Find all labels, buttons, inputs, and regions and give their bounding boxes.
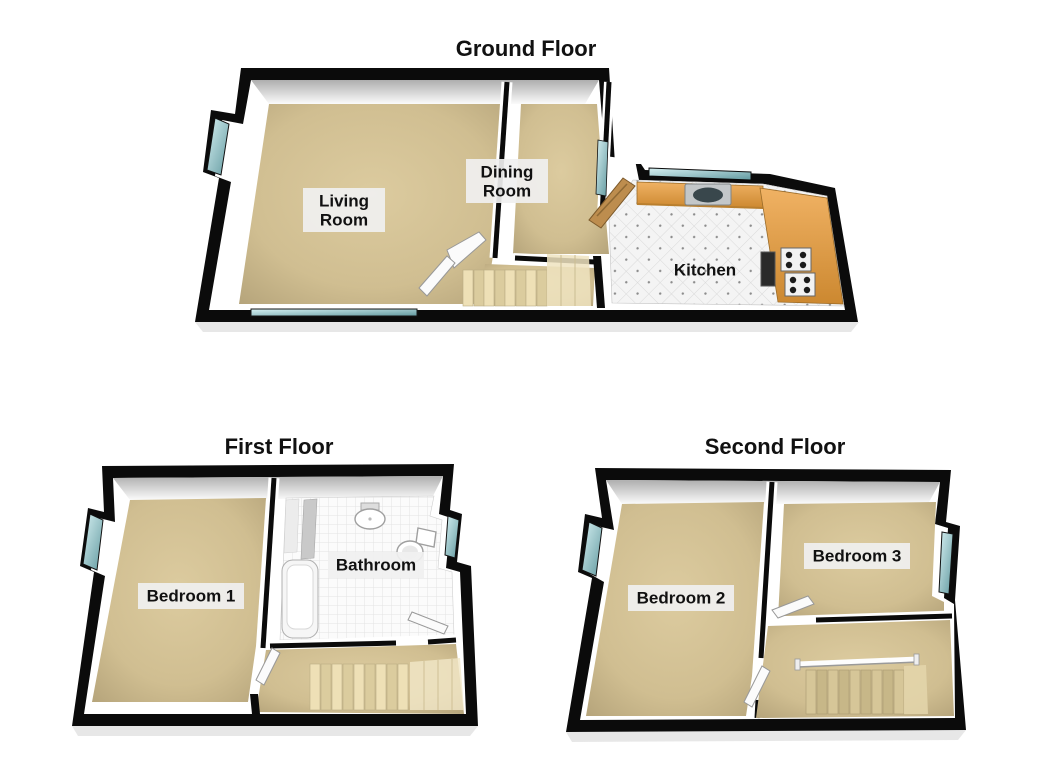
wall-stub xyxy=(593,256,605,308)
svg-text:Dining: Dining xyxy=(481,163,534,182)
bay-window xyxy=(82,513,104,571)
stairwell-overlay xyxy=(904,665,928,714)
open-door xyxy=(743,665,771,708)
svg-text:Bedroom 2: Bedroom 2 xyxy=(637,589,726,608)
partition-wall xyxy=(283,498,300,554)
svg-text:Kitchen: Kitchen xyxy=(674,261,736,280)
window xyxy=(250,308,418,317)
floor-shadow xyxy=(72,726,478,736)
first-floor-plan: Bedroom 1 Bathroom xyxy=(72,464,478,736)
partition-dining-kitchen xyxy=(595,81,614,217)
partition-bedroom-bathroom xyxy=(257,477,280,649)
window xyxy=(595,139,609,197)
first-floor-title: First Floor xyxy=(224,434,334,459)
staircase xyxy=(462,269,548,307)
oven xyxy=(760,251,776,287)
open-door xyxy=(418,255,456,297)
open-door xyxy=(771,595,815,619)
kitchen-label: Kitchen xyxy=(674,261,736,280)
ground-floor-title: Ground Floor xyxy=(455,36,597,61)
bay-window xyxy=(581,521,603,577)
handrail xyxy=(794,653,920,671)
ground-floor-plan: Living Room Dining Room Kitchen xyxy=(195,68,859,332)
hob xyxy=(780,247,816,297)
dining-room-floor xyxy=(513,104,609,254)
second-floor-plan: Bedroom 2 Bedroom 3 xyxy=(566,468,966,742)
svg-text:Bedroom 3: Bedroom 3 xyxy=(813,547,902,566)
wall-stub xyxy=(250,694,260,714)
window xyxy=(648,167,752,181)
svg-text:Room: Room xyxy=(320,211,368,230)
timber-door xyxy=(588,177,636,229)
window xyxy=(444,515,460,559)
floor-shadow xyxy=(566,730,966,742)
open-door xyxy=(407,611,449,635)
sink-basin xyxy=(693,187,723,203)
bathroom-label: Bathroom xyxy=(328,552,424,578)
floor-shadow xyxy=(195,322,859,332)
stairwell-overlay xyxy=(410,658,464,710)
bedroom-2-label: Bedroom 2 xyxy=(628,585,734,611)
kitchen xyxy=(588,167,845,307)
bathroom-wall xyxy=(267,634,457,652)
landing xyxy=(250,611,464,714)
svg-text:Room: Room xyxy=(483,182,531,201)
svg-text:Living: Living xyxy=(319,192,369,211)
shower-screen xyxy=(300,498,318,560)
upper-stair-flight xyxy=(547,254,591,306)
staircase xyxy=(805,669,905,715)
bedroom-1-label: Bedroom 1 xyxy=(138,583,244,609)
dining-room-label: Dining Room xyxy=(466,159,548,203)
bedroom-3-wall xyxy=(769,610,953,628)
open-door xyxy=(255,647,281,686)
basin xyxy=(354,502,386,530)
second-floor-title: Second Floor xyxy=(704,434,846,459)
wall-shading xyxy=(251,80,599,104)
window xyxy=(938,531,954,595)
hallway xyxy=(418,231,605,308)
staircase xyxy=(309,663,409,711)
landing xyxy=(743,595,954,718)
bathtub-inner xyxy=(286,564,314,630)
svg-text:Bedroom 1: Bedroom 1 xyxy=(147,587,236,606)
bay-window xyxy=(206,117,230,176)
bathroom xyxy=(279,495,455,641)
svg-text:Bathroom: Bathroom xyxy=(336,556,416,575)
living-room-label: Living Room xyxy=(303,188,385,232)
dining-room xyxy=(513,104,609,254)
bedroom-3-label: Bedroom 3 xyxy=(804,543,910,569)
